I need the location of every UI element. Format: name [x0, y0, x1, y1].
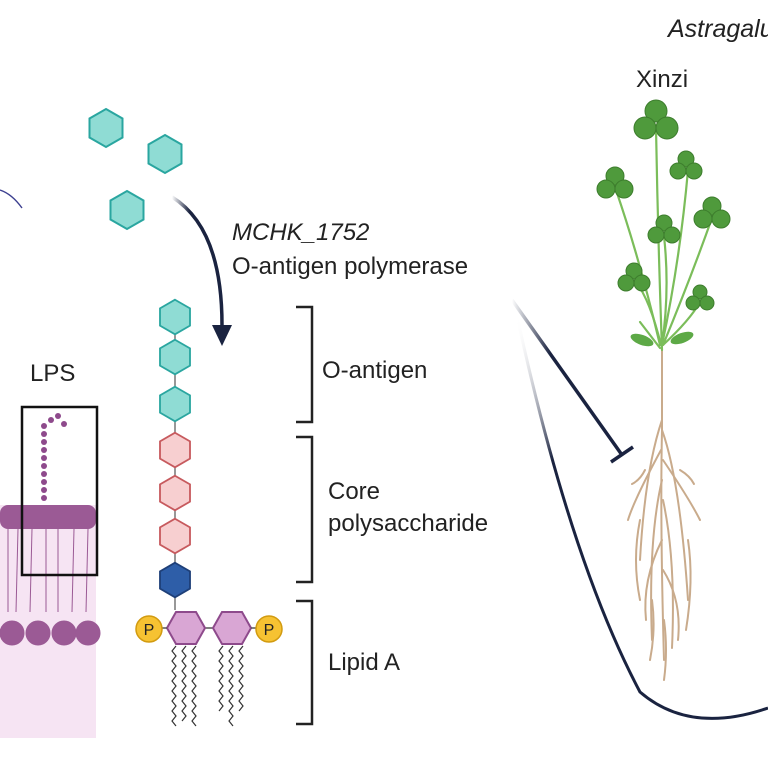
plant-base-leaves: [630, 331, 694, 347]
enzyme-label: O-antigen polymerase: [232, 253, 469, 280]
plant-stems: [614, 126, 714, 352]
bracket-o-antigen: [296, 305, 314, 424]
cell-outline-arc: [0, 189, 23, 209]
interaction-curve: [515, 315, 768, 720]
inhibition-arrow: [510, 298, 634, 464]
cultivar-label: Xinzi: [636, 66, 689, 93]
core-label-line2: polysaccharide: [328, 510, 489, 537]
fatty-acid-chains: [171, 645, 244, 727]
lipid-a-label: Lipid A: [328, 649, 401, 676]
phosphate-groups: P P: [135, 615, 283, 643]
o-antigen-chain: [159, 298, 191, 423]
species-label: Astragalus: [668, 15, 768, 43]
phosphate-right-label: P: [264, 622, 275, 639]
phosphate-right: [255, 615, 283, 643]
polymerase-arrow: [171, 195, 232, 346]
core-polysaccharide-chain: [159, 431, 191, 555]
core-label-line1: Core: [328, 478, 381, 505]
structure-brackets: [296, 305, 314, 726]
bracket-lipid-a: [296, 599, 314, 726]
free-o-antigen-units: [88, 108, 183, 230]
mini-lps-chain: [41, 413, 67, 501]
phosphate-left: [135, 615, 163, 643]
bacterial-membrane: [0, 405, 101, 738]
plant-roots: [627, 349, 701, 681]
bracket-core: [296, 435, 314, 584]
plant-trefoil-leaves: [596, 99, 731, 311]
kdo-unit: [159, 561, 191, 599]
lps-highlight-box: [20, 405, 99, 577]
lps-label: LPS: [30, 360, 76, 387]
phosphate-left-label: P: [144, 622, 155, 639]
o-antigen-label: O-antigen: [322, 357, 428, 384]
lps-molecule: P P: [135, 298, 283, 727]
gene-label: MCHK_1752: [232, 219, 370, 246]
